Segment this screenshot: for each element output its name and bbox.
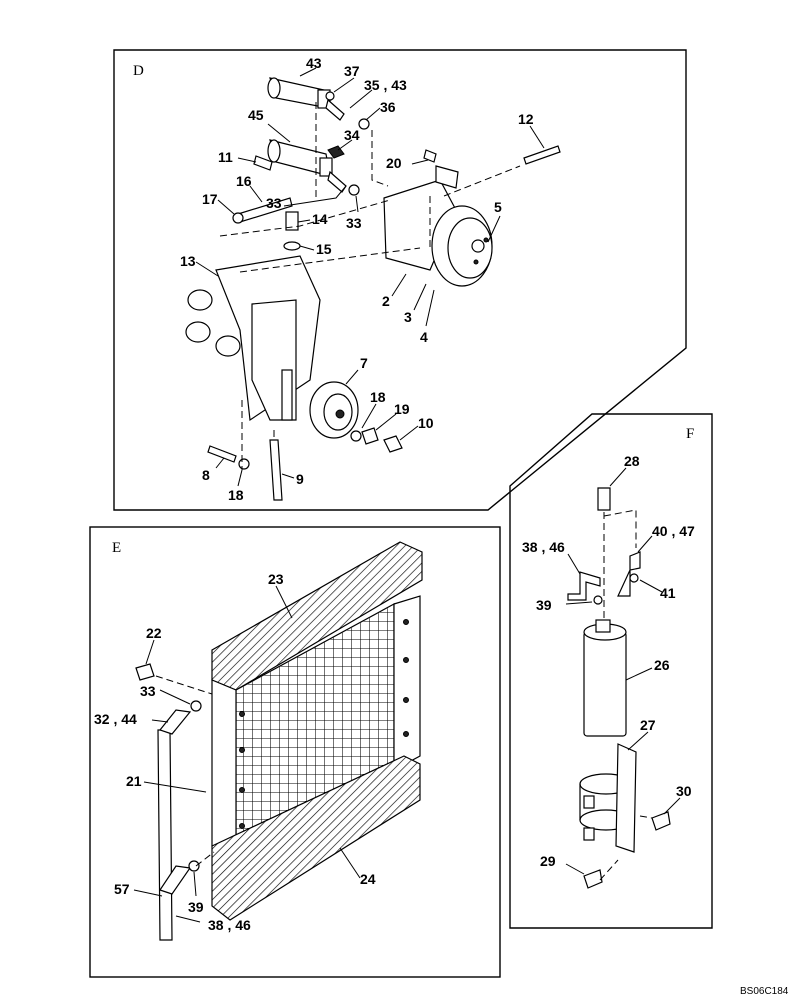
callout-e-3: 33 bbox=[140, 683, 156, 699]
bolt-22 bbox=[135, 663, 155, 681]
callout-d-16: 5 bbox=[494, 199, 502, 215]
washer-18 bbox=[350, 430, 362, 442]
callout-e-1: 23 bbox=[268, 571, 284, 587]
callout-e-9: 24 bbox=[360, 871, 376, 887]
callout-d-18: 2 bbox=[382, 293, 390, 309]
callout-d-27: 9 bbox=[296, 471, 304, 487]
panel-e-letter: E bbox=[112, 540, 121, 556]
callout-e-7: 39 bbox=[188, 899, 204, 915]
callout-d-21: 7 bbox=[360, 355, 368, 371]
receiver-drier-26 bbox=[583, 619, 627, 737]
o-ring-39 bbox=[593, 595, 603, 605]
callout-f-7: 27 bbox=[640, 717, 656, 733]
washer-18b bbox=[238, 458, 250, 470]
callout-f-6: 26 bbox=[654, 657, 670, 673]
callout-d-14: 12 bbox=[518, 111, 534, 127]
bracket-13 bbox=[185, 255, 321, 422]
bracket-27 bbox=[579, 743, 637, 853]
bolt-14 bbox=[285, 211, 299, 231]
callout-d-17: 13 bbox=[180, 253, 196, 269]
callout-d-1: 43 bbox=[306, 55, 322, 71]
pipe-38-46 bbox=[567, 571, 601, 601]
o-ring-39 bbox=[188, 860, 200, 872]
callout-f-5: 39 bbox=[536, 597, 552, 613]
callout-f-9: 29 bbox=[540, 853, 556, 869]
bolt-12 bbox=[523, 145, 561, 165]
condenser bbox=[211, 541, 423, 921]
switch-20 bbox=[423, 149, 437, 163]
panel-d: D bbox=[113, 49, 687, 511]
callout-d-22: 18 bbox=[370, 389, 386, 405]
panel-e-frame bbox=[89, 526, 501, 978]
panel-f-letter: F bbox=[686, 426, 694, 442]
callout-d-25: 8 bbox=[202, 467, 210, 483]
bolt-8 bbox=[207, 445, 237, 463]
nut-10 bbox=[383, 435, 403, 453]
figure-code: BS06C184 bbox=[740, 986, 789, 997]
callout-f-3: 38 , 46 bbox=[522, 539, 565, 555]
hose-fitting-43 bbox=[267, 77, 345, 121]
callout-d-11: 33 bbox=[346, 215, 362, 231]
panel-f: F bbox=[509, 413, 713, 929]
panel-e: E bbox=[89, 526, 501, 978]
bolt-9 bbox=[269, 439, 283, 501]
o-ring-36 bbox=[358, 118, 370, 130]
idler-pulley-7 bbox=[309, 381, 359, 439]
o-ring-33 bbox=[190, 700, 202, 712]
callout-e-4: 32 , 44 bbox=[94, 711, 137, 727]
bolt-16 bbox=[237, 197, 293, 223]
callout-d-5: 45 bbox=[248, 107, 264, 123]
callout-d-20: 4 bbox=[420, 329, 428, 345]
condenser-bottom-tank-24 bbox=[211, 755, 421, 921]
bolt-28 bbox=[597, 487, 611, 511]
callout-f-4: 41 bbox=[660, 585, 676, 601]
callout-e-6: 57 bbox=[114, 881, 130, 897]
panel-d-frame bbox=[113, 49, 687, 511]
callout-d-23: 19 bbox=[394, 401, 410, 417]
callout-d-24: 10 bbox=[418, 415, 434, 431]
panel-f-frame bbox=[509, 413, 713, 929]
callout-d-7: 11 bbox=[218, 149, 233, 165]
callout-f-8: 30 bbox=[676, 783, 692, 799]
callout-d-3: 35 , 43 bbox=[364, 77, 407, 93]
hose-fitting-45 bbox=[267, 139, 347, 193]
pipe-40-47 bbox=[617, 551, 641, 597]
o-ring-33 bbox=[348, 184, 360, 196]
callout-e-2: 22 bbox=[146, 625, 162, 641]
bolt-29 bbox=[583, 869, 603, 889]
callout-d-26: 18 bbox=[228, 487, 244, 503]
compressor bbox=[383, 165, 493, 287]
washer-15 bbox=[283, 241, 301, 251]
hose-21 bbox=[157, 729, 173, 941]
callout-d-19: 3 bbox=[404, 309, 412, 325]
hose-fitting-32-44 bbox=[158, 709, 192, 735]
callout-d-15: 20 bbox=[386, 155, 402, 171]
callout-d-4: 36 bbox=[380, 99, 396, 115]
valve-cap-37 bbox=[325, 91, 335, 101]
callout-d-2: 37 bbox=[344, 63, 360, 79]
nut-19 bbox=[361, 427, 379, 445]
callout-f-2: 40 , 47 bbox=[652, 523, 695, 539]
callout-d-9: 17 bbox=[202, 191, 218, 207]
callout-d-12: 14 bbox=[312, 211, 328, 227]
bolt-30 bbox=[651, 811, 671, 831]
washer-17 bbox=[232, 212, 244, 224]
callout-d-13: 15 bbox=[316, 241, 332, 257]
callout-d-10: 33 bbox=[266, 195, 282, 211]
callout-d-8: 16 bbox=[236, 173, 252, 189]
callout-d-6: 34 bbox=[344, 127, 360, 143]
callout-f-1: 28 bbox=[624, 453, 640, 469]
panel-d-letter: D bbox=[133, 63, 144, 79]
o-ring-41 bbox=[629, 573, 639, 583]
callout-e-5: 21 bbox=[126, 773, 142, 789]
callout-e-8: 38 , 46 bbox=[208, 917, 251, 933]
